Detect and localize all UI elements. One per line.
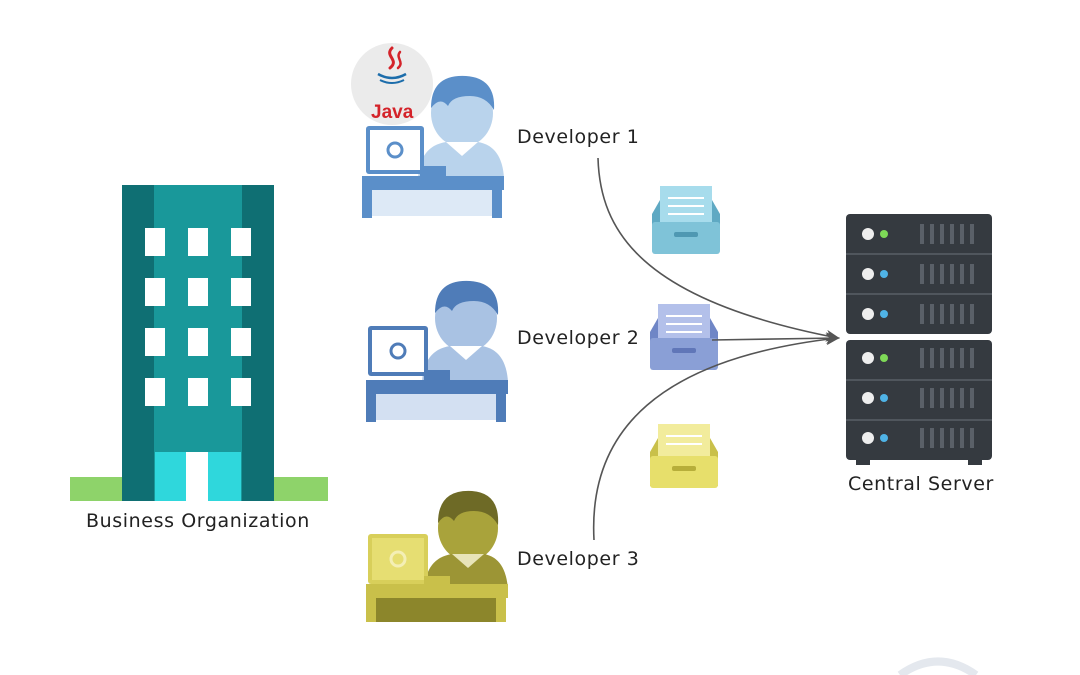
arrow-developer-1 <box>597 157 840 342</box>
decorative-arc <box>897 657 979 675</box>
developer-1-label: Developer 1 <box>517 126 640 148</box>
developer-2-icon <box>366 280 508 422</box>
building-door <box>155 452 241 501</box>
building-icon <box>70 185 328 501</box>
server-label: Central Server <box>848 473 994 495</box>
java-badge-text: Java <box>371 102 414 123</box>
folder-3-icon <box>650 424 718 488</box>
organization-label: Business Organization <box>86 510 310 532</box>
arrow-developer-2 <box>711 332 840 345</box>
developer-2-label: Developer 2 <box>517 327 640 349</box>
arrow-developer-3 <box>592 333 840 541</box>
developer-3-label: Developer 3 <box>517 548 640 570</box>
folder-2-icon <box>650 304 718 370</box>
building-windows <box>145 228 251 406</box>
java-badge: Java <box>351 43 433 125</box>
developer-3-icon <box>366 490 508 622</box>
folder-1-icon <box>652 186 720 254</box>
arrows <box>592 157 840 541</box>
developer-1-icon <box>362 75 504 218</box>
server-icon <box>846 214 992 465</box>
